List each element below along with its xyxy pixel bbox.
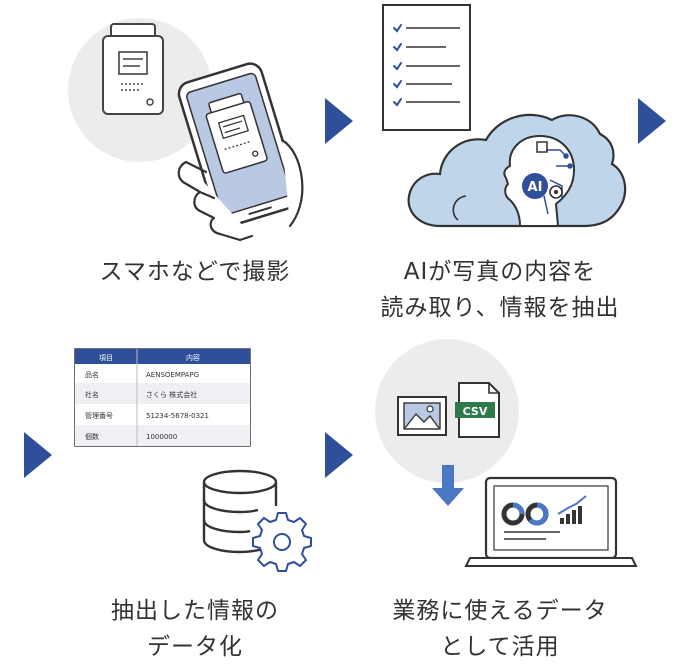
- table-cell: 1000000: [146, 433, 177, 441]
- caption-line: 読み取り、情報を抽出: [380, 295, 620, 321]
- gear-icon: [549, 185, 563, 199]
- csv-file-icon: CSV: [455, 382, 500, 438]
- image-file-icon: [397, 396, 447, 436]
- table-cell: 管理番号: [85, 411, 113, 420]
- donut-chart-icon: [501, 502, 525, 526]
- data-table: 項目 内容 品名 AENSOEMPAPG 社名 さくら 株式会社 管理番号 51…: [74, 348, 251, 447]
- arrow-down-icon: [432, 465, 464, 506]
- caption-line: スマホなどで撮影: [99, 259, 291, 285]
- table-header-item: 項目: [99, 354, 113, 362]
- arrow-right-icon: [638, 98, 666, 144]
- caption-line: 抽出した情報の: [111, 598, 279, 624]
- caption-line: データ化: [147, 634, 243, 660]
- checklist-document-icon: [382, 4, 471, 131]
- receipt-device-icon: [102, 23, 164, 115]
- arrow-right-icon: [24, 432, 52, 478]
- step2-caption: AIが写真の内容を 読み取り、情報を抽出: [355, 254, 645, 326]
- arrow-right-icon: [325, 432, 353, 478]
- table-row: [75, 404, 250, 425]
- smartphone-icon: [177, 62, 301, 228]
- table-cell: 品名: [85, 370, 99, 379]
- step2-illustration: AI: [382, 4, 627, 228]
- database-icon: [202, 469, 278, 554]
- step3-caption: 抽出した情報の データ化: [60, 593, 330, 665]
- arrow-right-icon: [325, 98, 353, 144]
- table-cell: 51234-5678-0321: [146, 412, 209, 420]
- step4-illustration: CSV: [375, 339, 638, 567]
- caption-line: 業務に使えるデータ: [392, 598, 608, 624]
- table-row: [75, 425, 250, 446]
- table-cell: AENSOEMPAPG: [146, 371, 199, 379]
- laptop-icon: [464, 476, 638, 567]
- table-header-content: 内容: [186, 353, 200, 362]
- step4-caption: 業務に使えるデータ として活用: [355, 593, 645, 665]
- donut-chart-icon: [525, 502, 549, 526]
- ai-badge-label: AI: [528, 180, 543, 195]
- gear-icon: [252, 512, 312, 572]
- table-cell: さくら 株式会社: [146, 390, 197, 399]
- table-row: [75, 364, 250, 383]
- caption-line: AIが写真の内容を: [403, 259, 597, 285]
- table-cell: 社名: [85, 390, 99, 399]
- bar-chart-icon: [557, 495, 587, 524]
- caption-line: として活用: [440, 634, 560, 660]
- process-illustration: AI 項目 内容 品名 AENSOEMPAPG 社名 さくら 株式会社 管理番号: [24, 4, 666, 572]
- step1-caption: スマホなどで撮影: [60, 254, 330, 290]
- table-row: [75, 383, 250, 404]
- csv-label: CSV: [463, 405, 488, 418]
- step3-illustration: 項目 内容 品名 AENSOEMPAPG 社名 さくら 株式会社 管理番号 51…: [74, 348, 312, 572]
- hand-icon: [177, 138, 304, 242]
- ai-cloud-icon: AI: [407, 113, 627, 228]
- step1-illustration: [68, 18, 304, 242]
- table-cell: 個数: [85, 432, 99, 441]
